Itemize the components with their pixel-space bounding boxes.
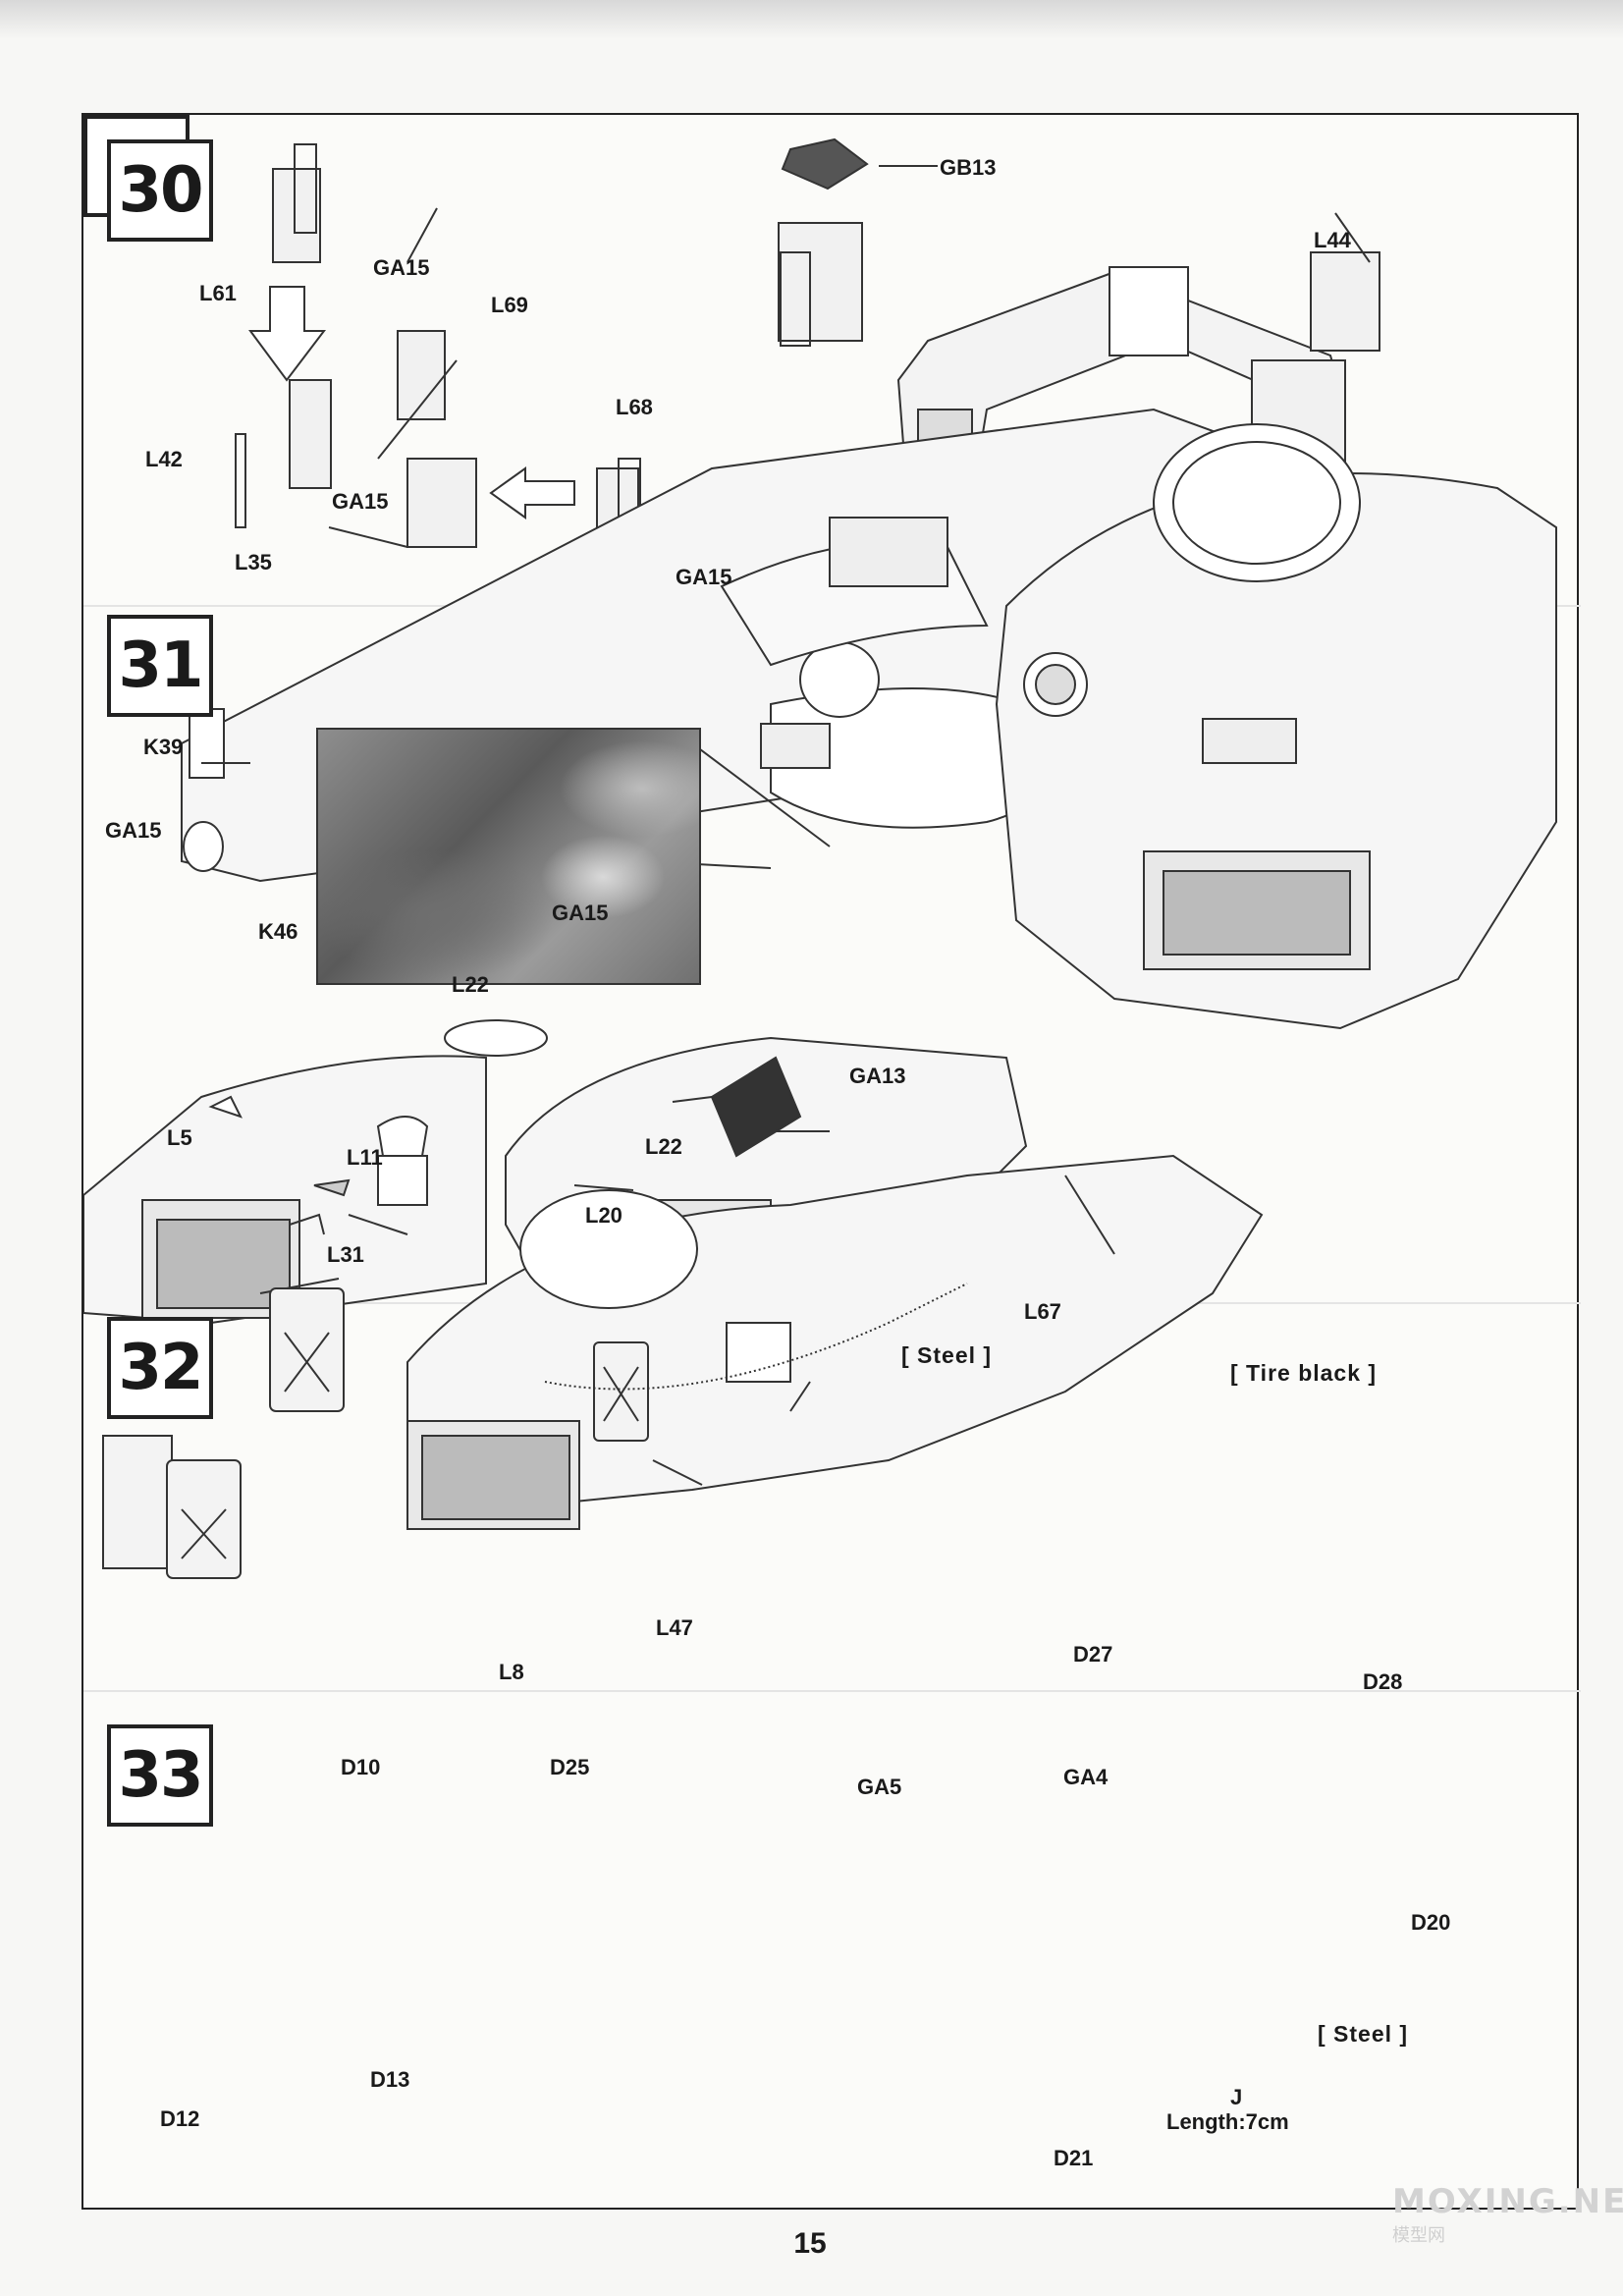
step-number-32: 32: [107, 1317, 213, 1419]
step-number-31: 31: [107, 615, 213, 717]
page-number: 15: [793, 2227, 827, 2260]
part-label-l61: L61: [199, 281, 237, 305]
part-label-ga15: GA15: [105, 818, 162, 843]
part-label-ga15: GA15: [373, 255, 430, 280]
part-label-ga15: GA15: [552, 901, 609, 925]
part-label-d28: D28: [1363, 1669, 1403, 1694]
part-label-ga4: GA4: [1063, 1765, 1109, 1789]
part-label-l47: L47: [656, 1615, 693, 1640]
part-label-l68: L68: [616, 395, 653, 419]
reference-photo: [316, 728, 701, 985]
part-label-d21: D21: [1054, 2146, 1094, 2170]
part-label-l31: L31: [327, 1242, 364, 1267]
part-label-l22: L22: [645, 1134, 682, 1159]
part-label-l22: L22: [452, 972, 489, 997]
part-label-d10: D10: [341, 1755, 381, 1779]
part-label-l42: L42: [145, 447, 183, 471]
part-label-gb13: GB13: [940, 155, 997, 180]
watermark-brand: MOXING.NET: [1392, 2182, 1623, 2221]
part-label-ga13: GA13: [849, 1064, 906, 1088]
part-label-l11: L11: [347, 1145, 383, 1170]
instruction-frame: [81, 113, 1581, 2210]
step-number-33: 33: [107, 1724, 213, 1827]
part-label-l67: L67: [1024, 1299, 1061, 1324]
part-label-d25: D25: [550, 1755, 590, 1779]
finish-note-steel: [ Steel ]: [1318, 2021, 1409, 2047]
part-label-l5: L5: [167, 1125, 192, 1150]
part-label-k46: K46: [258, 919, 298, 944]
part-label-ga15: GA15: [676, 565, 732, 589]
part-label-ga15: GA15: [332, 489, 389, 514]
part-label-d12: D12: [160, 2106, 200, 2131]
part-label-d27: D27: [1073, 1642, 1113, 1667]
step-number-30: 30: [107, 139, 213, 242]
part-label-l35: L35: [235, 550, 272, 574]
part-label-l20: L20: [585, 1203, 622, 1228]
part-label-j: J: [1230, 2085, 1243, 2109]
part-label-l8: L8: [499, 1660, 524, 1684]
part-label-ga5: GA5: [857, 1775, 902, 1799]
finish-note-tire-black: [ Tire black ]: [1230, 1360, 1378, 1386]
part-label-l69: L69: [491, 293, 528, 317]
assembly-drawings: [83, 137, 1581, 1692]
part-label-d13: D13: [370, 2067, 410, 2092]
wire-length-note: Length:7cm: [1166, 2109, 1289, 2134]
watermark-subtitle: 模型网: [1392, 2225, 1445, 2246]
finish-note-steel: [ Steel ]: [901, 1342, 993, 1368]
page-top-shadow: [0, 0, 1623, 39]
part-label-k39: K39: [143, 735, 184, 759]
part-label-d20: D20: [1411, 1910, 1451, 1935]
part-label-l44: L44: [1314, 228, 1351, 252]
